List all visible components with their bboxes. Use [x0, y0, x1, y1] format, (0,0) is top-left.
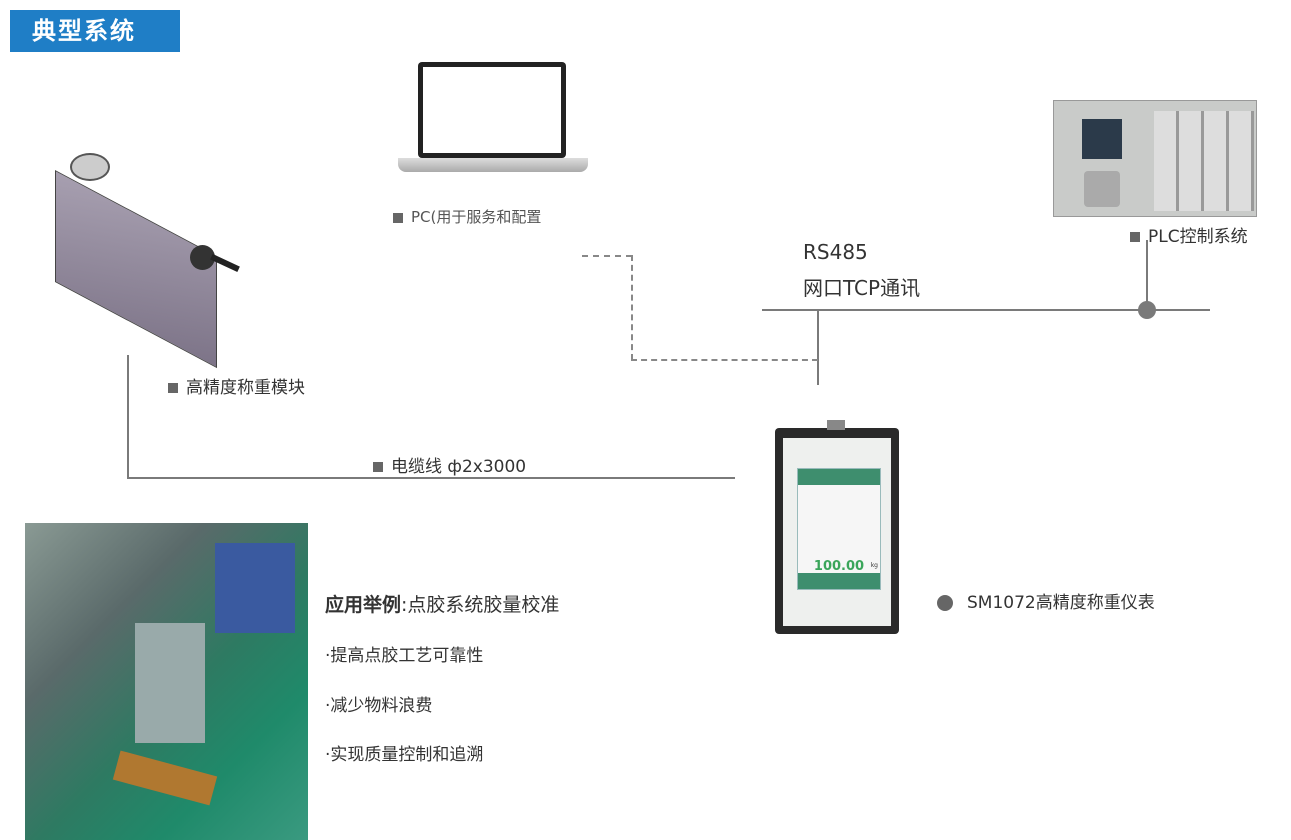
laptop-image: [398, 62, 588, 180]
application-subject: :点胶系统胶量校准: [401, 594, 560, 616]
plc-label-text: PLC控制系统: [1148, 227, 1248, 247]
application-bullet: ·减少物料浪费: [325, 696, 433, 716]
cable-vertical: [127, 355, 129, 479]
meter-unit: kg: [870, 562, 878, 569]
meter-label: SM1072高精度称重仪表: [937, 588, 1155, 613]
meter-connector: [817, 310, 819, 385]
cable-horizontal: [127, 477, 735, 479]
application-title: 应用举例:点胶系统胶量校准: [325, 590, 559, 617]
square-bullet-icon: [1130, 232, 1140, 242]
plc-connector: [1146, 240, 1148, 310]
plc-image: [1053, 100, 1257, 217]
cable-label-text: 电缆线 ф2x3000: [391, 457, 527, 477]
cable-label: 电缆线 ф2x3000: [373, 452, 526, 477]
tcp-label: 网口TCP通讯: [803, 276, 921, 300]
bus-node-dot: [1138, 301, 1156, 319]
module-label: 高精度称重模块: [168, 373, 305, 398]
square-bullet-icon: [373, 462, 383, 472]
application-bullet: ·提高点胶工艺可靠性: [325, 646, 484, 666]
pc-dashed-link: [582, 255, 632, 257]
module-label-text: 高精度称重模块: [186, 378, 305, 398]
meter-label-text: SM1072高精度称重仪表: [967, 593, 1155, 613]
weighing-module-image: [45, 150, 245, 369]
dispensing-photo: [25, 523, 308, 840]
bus-line: [762, 309, 1210, 311]
square-bullet-icon: [393, 212, 403, 223]
section-title: 典型系统: [10, 10, 180, 52]
circle-bullet-icon: [937, 595, 953, 611]
meter-image: 100.00 kg: [775, 420, 899, 634]
square-bullet-icon: [168, 383, 178, 393]
rs485-label: RS485: [803, 240, 868, 264]
plc-label: PLC控制系统: [1130, 222, 1248, 247]
meter-value: 100.00: [813, 559, 865, 574]
pc-dashed-link-vertical: [631, 255, 633, 360]
pc-label: PC(用于服务和配置: [393, 206, 541, 227]
application-bullet: ·实现质量控制和追溯: [325, 745, 484, 765]
application-heading: 应用举例: [325, 594, 402, 616]
pc-dashed-link-horizontal: [631, 359, 818, 361]
pc-label-text: PC(用于服务和配置: [411, 208, 542, 226]
